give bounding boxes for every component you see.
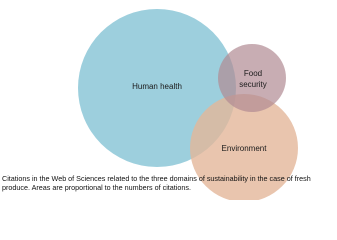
environment-circle bbox=[190, 94, 298, 200]
food-security-label-line2: security bbox=[239, 80, 267, 89]
human-health-label: Human health bbox=[132, 82, 182, 91]
environment-label: Environment bbox=[222, 144, 268, 153]
venn-diagram: Human health Food security Environment bbox=[78, 9, 298, 200]
food-security-label-line1: Food bbox=[244, 69, 262, 78]
food-security-circle bbox=[218, 44, 286, 112]
figure-caption: Citations in the Web of Sciences related… bbox=[2, 174, 311, 192]
